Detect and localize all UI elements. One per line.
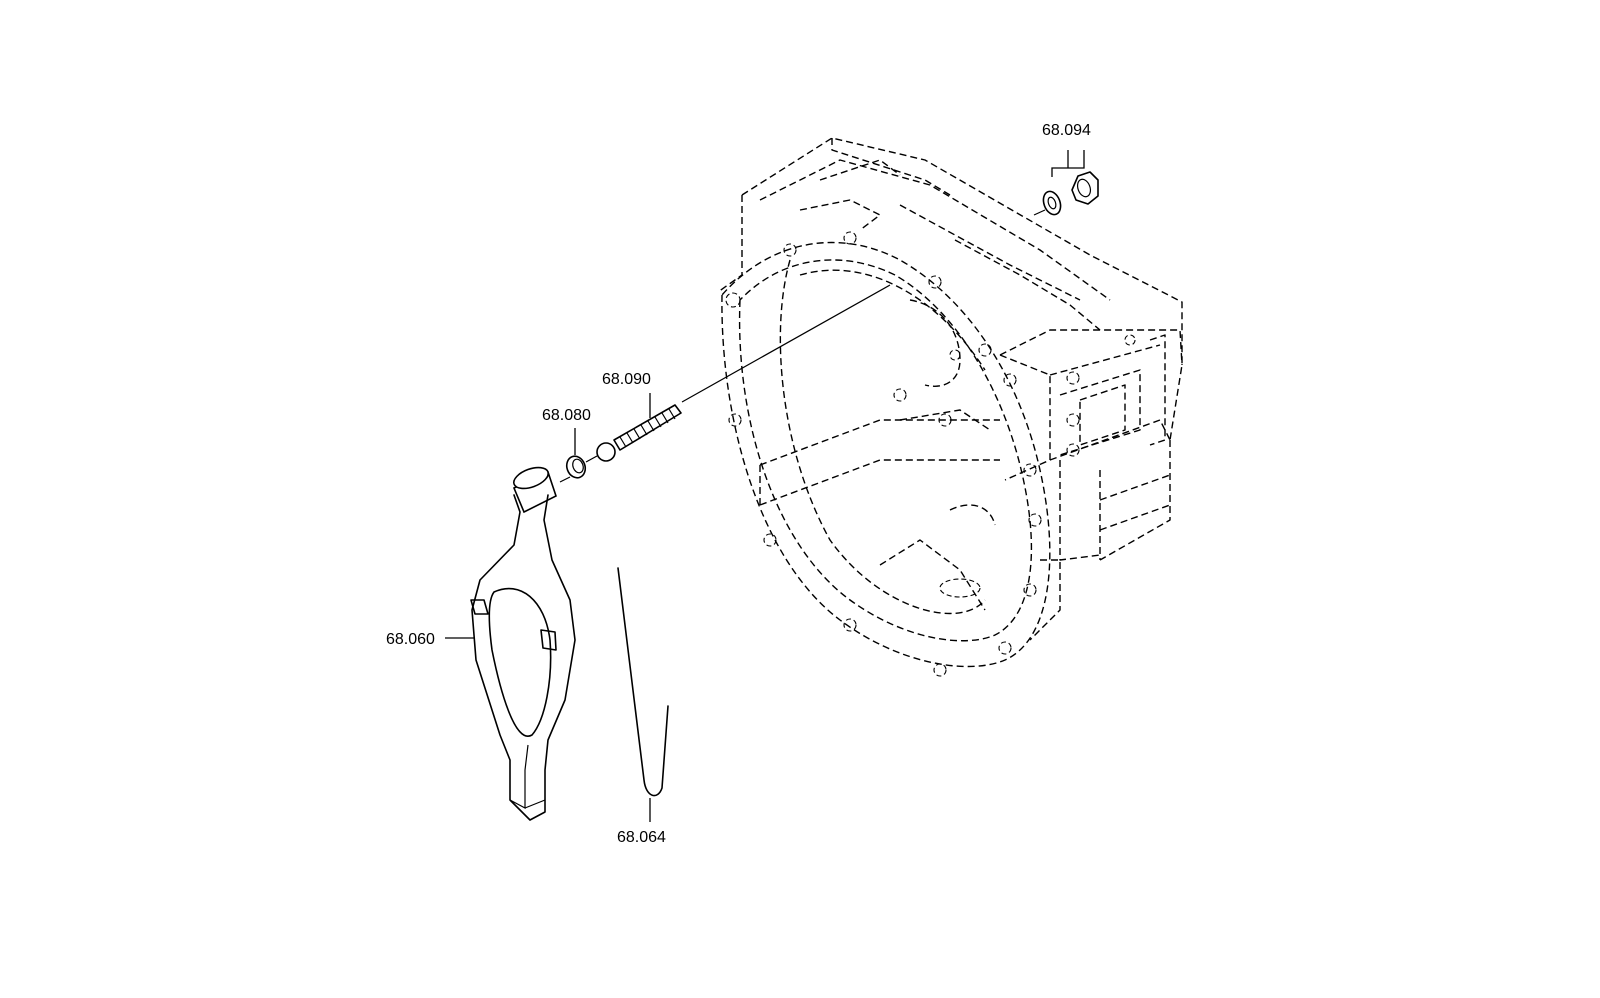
bushing-icon (565, 455, 598, 479)
part-number-label: 68.060 (386, 631, 435, 648)
part-68060[interactable]: 68.060 (386, 463, 576, 821)
part-number-label: 68.064 (617, 829, 666, 846)
part-68064[interactable]: 68.064 (617, 567, 669, 846)
release-fork-icon (470, 466, 576, 821)
clutch-housing (717, 137, 1183, 677)
nut-and-washer-icon (1033, 171, 1099, 216)
part-68094[interactable]: 68.094 (1033, 122, 1099, 217)
stud-bolt-icon (596, 284, 891, 462)
spring-clip-icon (617, 567, 669, 797)
part-number-label: 68.090 (602, 371, 651, 388)
part-68080[interactable]: 68.080 (542, 407, 598, 480)
part-68090[interactable]: 68.090 (596, 284, 891, 462)
part-number-label: 68.080 (542, 407, 591, 424)
leader-line (1051, 150, 1085, 177)
part-number-label: 68.094 (1042, 122, 1091, 139)
